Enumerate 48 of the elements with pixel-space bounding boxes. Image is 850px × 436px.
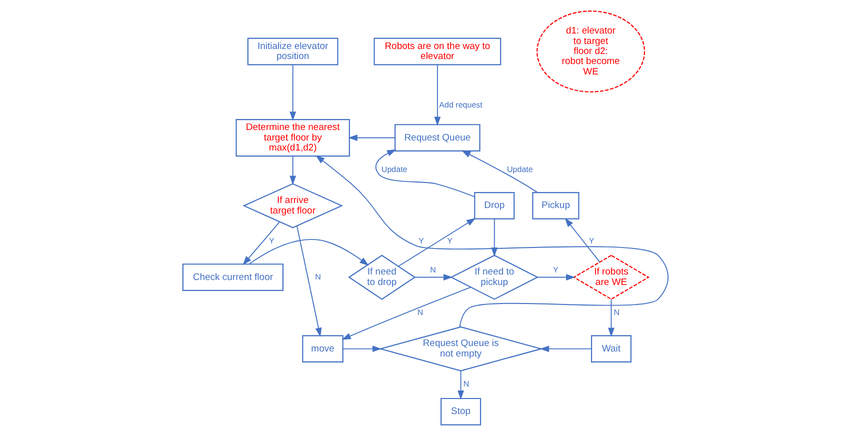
node-diamond: If arrive target floor [242, 183, 343, 228]
arrow [296, 225, 322, 338]
arrow [348, 134, 395, 141]
arrow [242, 222, 280, 266]
node-box: Pickup [532, 192, 579, 220]
edge-label: Y [552, 266, 558, 275]
node-diamond: If need to pickup [450, 254, 538, 300]
edge-label: Y [418, 236, 424, 246]
node-box: Initialize elevator position [246, 38, 338, 66]
edge-label: Y [588, 236, 594, 246]
arrow [314, 155, 668, 328]
arrow [539, 346, 592, 352]
edge-label: N [462, 380, 469, 389]
arrow [248, 238, 368, 266]
node-box: Drop [474, 192, 514, 220]
node-box: Request Queue [394, 124, 480, 152]
arrow [457, 370, 464, 400]
arrow [460, 150, 538, 193]
node-box: Stop [440, 398, 481, 426]
edge-label: Y [268, 236, 274, 246]
node-diamond: If need to drop [348, 254, 416, 300]
node-box: Robots are on the way to elevator [373, 38, 501, 66]
node-box: Wait [590, 335, 631, 363]
node-diamond: If robots are WE [572, 254, 650, 300]
edge-label: Update [380, 164, 407, 174]
arrow [341, 286, 471, 340]
edge-label: N [613, 308, 620, 318]
arrow [434, 64, 440, 126]
edge-label: Add request [438, 100, 482, 110]
edge-label: N [416, 308, 423, 318]
edge-label: N [430, 266, 436, 275]
arrow [289, 156, 296, 185]
arrow [398, 218, 476, 267]
arrow [374, 149, 475, 198]
edge-label: Y [446, 236, 452, 246]
arrow [342, 346, 382, 352]
node-box: move [302, 335, 343, 363]
arrow [289, 64, 296, 121]
arrow [564, 218, 600, 262]
edge-label: Update [506, 164, 532, 174]
arrow [536, 274, 575, 280]
node-box: Determine the nearest target floor by max(d1,d2) [235, 118, 350, 157]
arrow [608, 298, 614, 337]
node-ellipse: d1: elevator to target floor d2: robot become WE [536, 10, 645, 92]
node-diamond: Request Queue is not empty [378, 326, 543, 372]
edge-label: N [314, 272, 320, 282]
arrow [414, 274, 452, 280]
node-box: Check current floor [182, 264, 284, 291]
